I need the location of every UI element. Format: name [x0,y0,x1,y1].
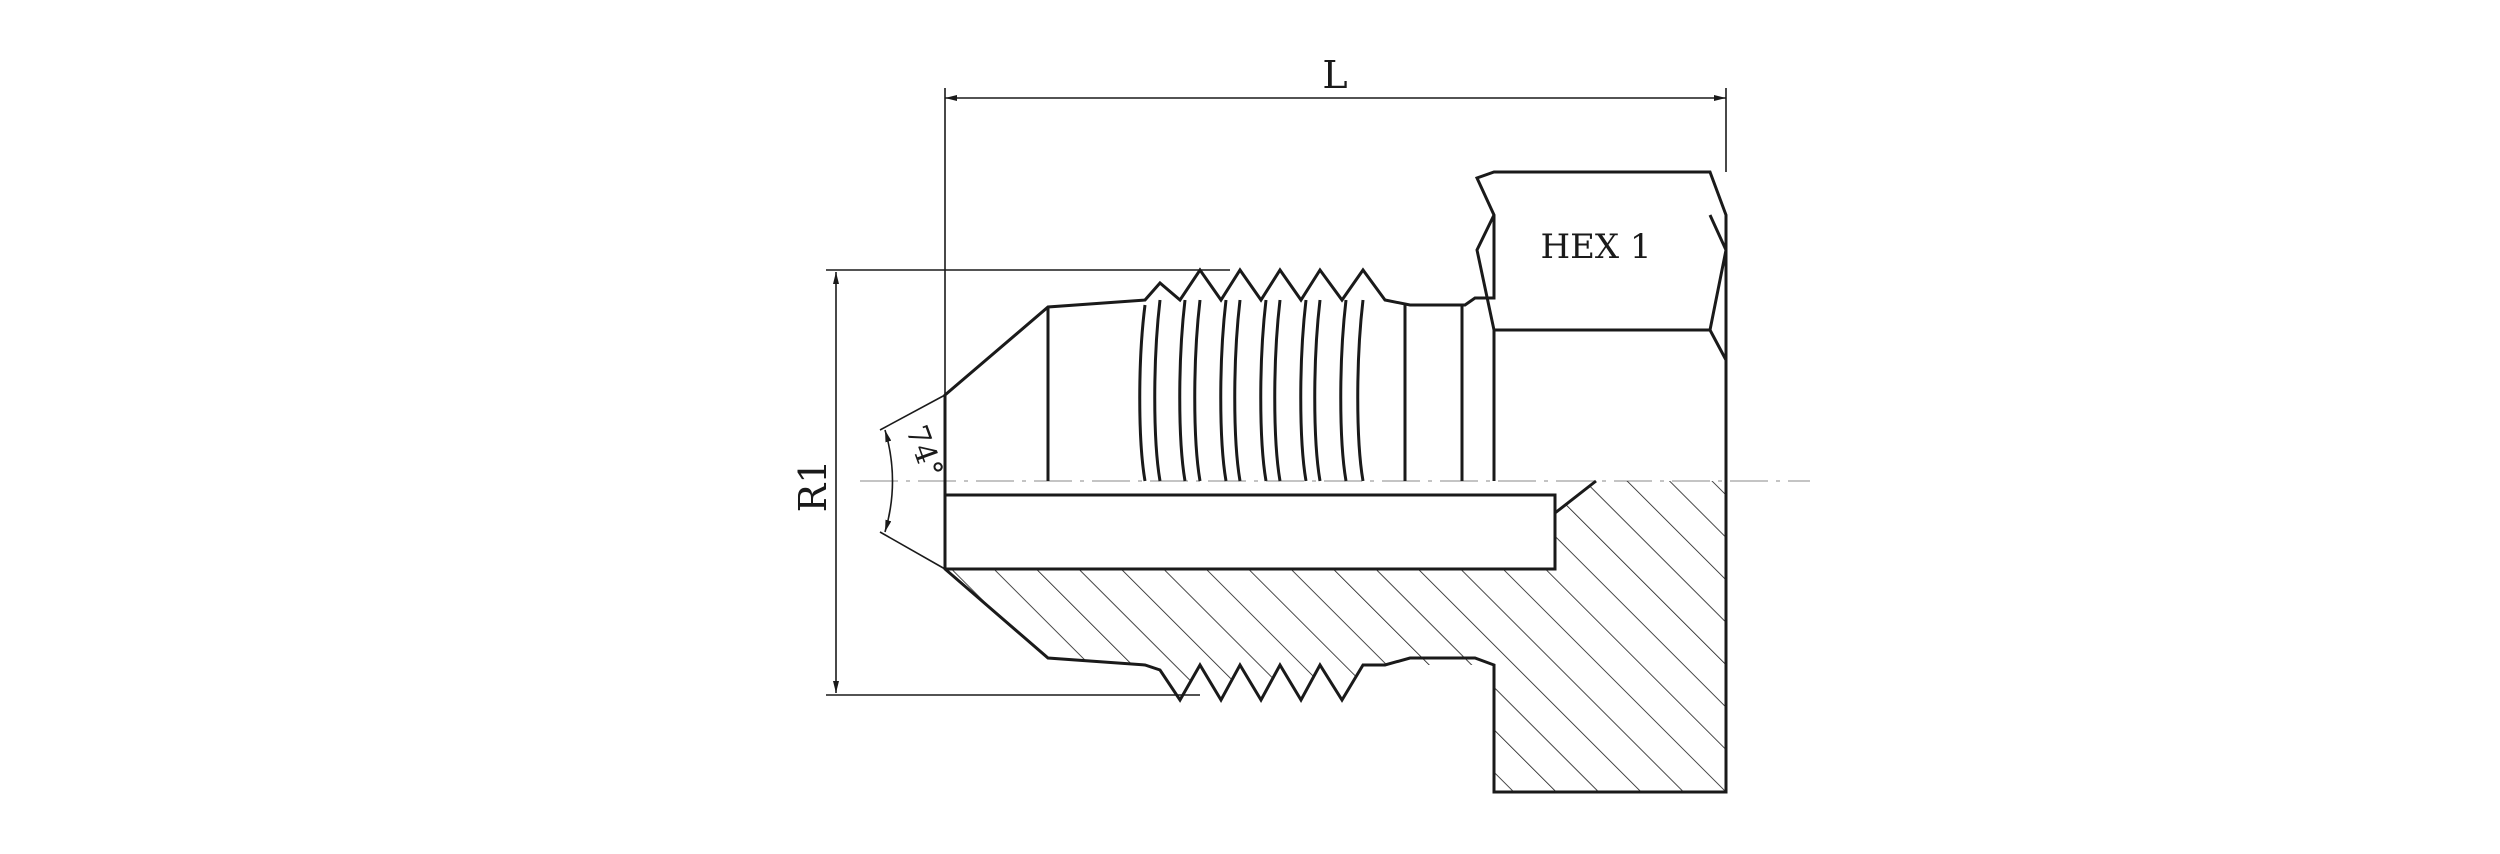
inner-bore [945,493,1557,571]
dimension-label-l: L [1322,53,1347,97]
hex-face-edge [1708,329,1728,361]
body-outline [943,170,1728,794]
angle-ref-line [879,394,946,431]
angle-arc [884,429,894,533]
hex-face [1475,214,1728,332]
bore-cone [1554,479,1597,515]
angle-label: 74° [898,421,949,483]
thread-lines [1138,299,1464,482]
dimension-label-r1: R1 [791,460,835,513]
section-hatch [945,481,1726,792]
hex-label: HEX 1 [1540,227,1651,267]
angle-ref-line [879,531,946,570]
